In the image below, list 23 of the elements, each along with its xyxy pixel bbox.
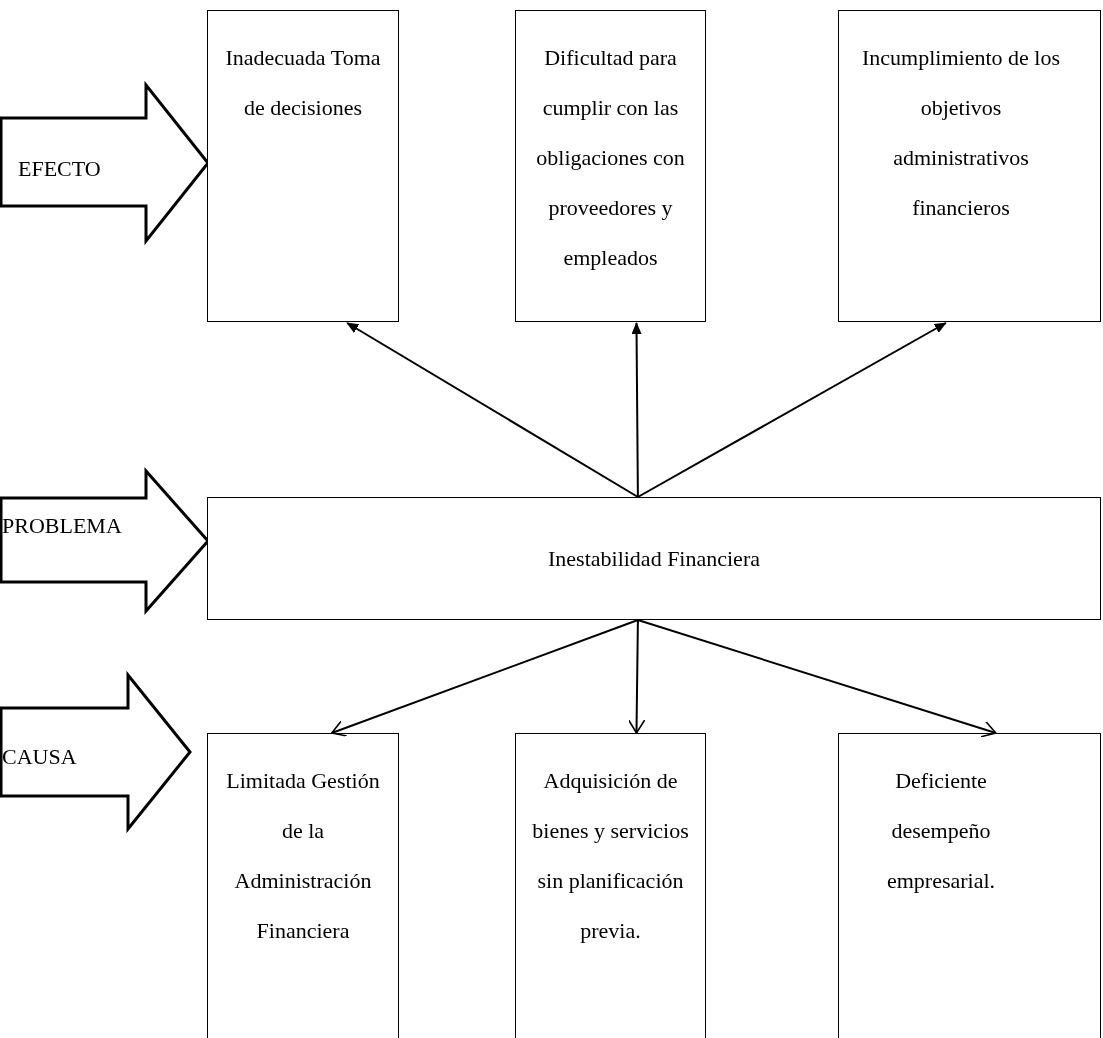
arrow [631, 322, 642, 498]
box-text: Adquisición de bienes y servicios sin planificación previa. [531, 767, 690, 945]
text-box [838, 10, 1101, 322]
arrow [346, 322, 639, 498]
box-text: Deficiente desempeño empresarial. [885, 767, 997, 895]
box-text: Inestabilidad Financiera [548, 544, 760, 573]
box-text: Inadecuada Toma de decisiones [224, 44, 382, 122]
arrow [627, 619, 646, 734]
arrow [330, 619, 639, 737]
text-box [207, 733, 399, 1038]
arrow-label: PROBLEMA [2, 513, 122, 539]
problem-box [207, 497, 1101, 620]
arrow [636, 619, 997, 738]
text-box [515, 10, 706, 322]
arrow-label: EFECTO [18, 156, 101, 182]
box-text: Limitada Gestión de la Administración Financiera [225, 767, 381, 945]
box-text: Dificultad para cumplir con las obligaciones con proveedores y empleados [535, 44, 686, 272]
arrow-label: CAUSA [2, 744, 77, 770]
box-text: Incumplimiento de los objetivos administrativos financieros [861, 44, 1061, 222]
text-box [515, 733, 706, 1038]
text-box [838, 733, 1101, 1038]
text-box [207, 10, 399, 322]
arrow [636, 322, 947, 498]
